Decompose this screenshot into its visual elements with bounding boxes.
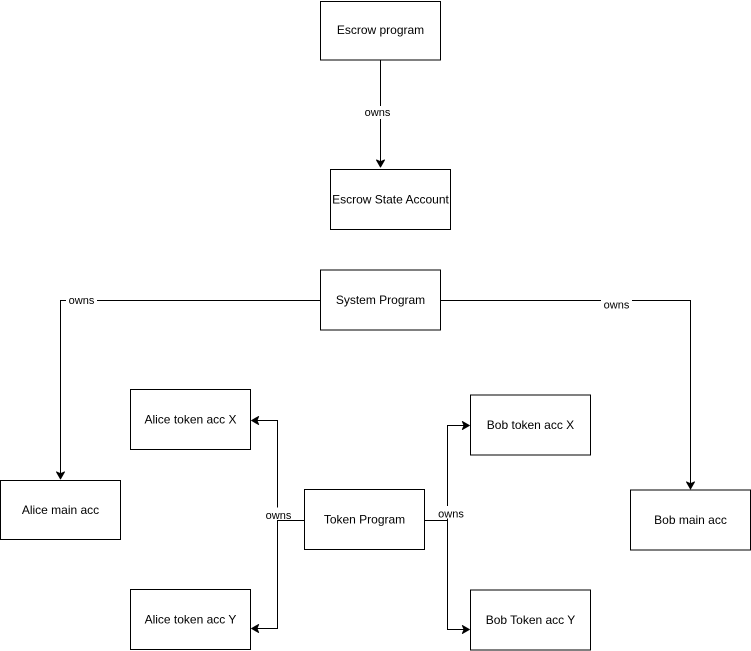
svg-text:owns: owns (69, 295, 95, 307)
svg-text:System Program: System Program (336, 293, 425, 307)
svg-text:Bob token acc X: Bob token acc X (487, 418, 574, 432)
svg-text:owns: owns (266, 510, 292, 522)
svg-text:owns: owns (604, 300, 630, 312)
svg-text:Alice token acc X: Alice token acc X (144, 413, 236, 427)
svg-text:Escrow State Account: Escrow State Account (332, 193, 449, 207)
svg-text:Escrow program: Escrow program (337, 23, 424, 37)
svg-text:owns: owns (438, 509, 464, 521)
svg-text:Alice token acc Y: Alice token acc Y (145, 613, 237, 627)
svg-text:Bob main acc: Bob main acc (654, 513, 727, 527)
svg-text:Alice main acc: Alice main acc (22, 503, 99, 517)
svg-text:Bob Token acc Y: Bob Token acc Y (486, 613, 576, 627)
svg-text:owns: owns (365, 107, 391, 119)
svg-text:Token Program: Token Program (324, 513, 405, 527)
